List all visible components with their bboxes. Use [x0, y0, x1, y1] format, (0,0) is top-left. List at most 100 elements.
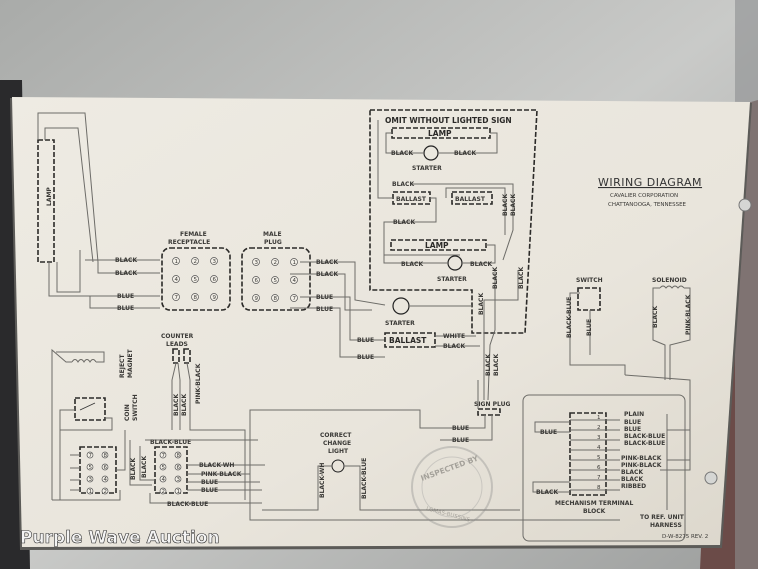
wiring-diagram-card: [12, 97, 750, 547]
pin: [86, 475, 94, 483]
pin-number: 3: [255, 260, 259, 266]
ballast-label: BALLAST: [389, 336, 427, 345]
wire-label: BLACK: [401, 261, 423, 268]
light-label: LIGHT: [328, 448, 349, 455]
plug-label: MALE: [263, 231, 282, 238]
pin-number: 9: [255, 296, 259, 302]
harness-label: HARNESS: [650, 522, 682, 529]
wire-label: BLACK: [493, 354, 500, 376]
wire-label: BLACK: [316, 271, 338, 278]
pin-number: 7: [162, 453, 166, 459]
wire-label: PINK-BLACK: [195, 363, 202, 404]
pin-number: 1: [89, 489, 93, 495]
pin: [191, 257, 199, 265]
wire-label: BLACK: [173, 394, 180, 416]
wire-label: BLACK: [115, 270, 137, 277]
ballast-label: BALLAST: [396, 196, 427, 203]
light-label: CORRECT: [320, 432, 352, 439]
counter-leads-label: COUNTER: [161, 333, 194, 340]
solenoid: SOLENOID BLACK PINK-BLACK: [624, 277, 692, 471]
wire-label: BLACK: [485, 354, 492, 376]
pin-number: 4: [293, 278, 297, 284]
wire-label: BLUE: [201, 487, 218, 494]
wire-label: BLACK-WH: [319, 463, 326, 498]
wire-label: BLUE: [624, 419, 641, 426]
pin: [290, 258, 298, 266]
sign-section-title: OMIT WITHOUT LIGHTED SIGN: [385, 116, 512, 125]
reject-magnet-label: MAGNET: [127, 348, 134, 378]
wire-label: BLUE: [316, 306, 333, 313]
wire-label: BLACK: [518, 267, 525, 289]
wire-label: BLACK: [510, 194, 517, 216]
pin: [191, 275, 199, 283]
wire-label: BLACK: [392, 181, 414, 188]
light-label: CHANGE: [323, 440, 351, 447]
pin: [159, 463, 167, 471]
wire-label: BLUE: [117, 305, 134, 312]
wire-label: BLACK-BLUE: [361, 458, 368, 499]
pin: [159, 487, 167, 495]
wire-label: RIBBED: [621, 483, 646, 490]
coin-switch: COIN SWITCH: [59, 394, 139, 500]
terminal-number: 1: [597, 415, 601, 421]
wire-label: BLACK: [130, 458, 137, 480]
wire-label: PINK-BLACK: [621, 462, 662, 469]
pin-number: 4: [104, 477, 108, 483]
screw-icon: [738, 198, 752, 212]
wire-label: BLACK: [652, 306, 659, 328]
wire-label: BLUE: [117, 293, 134, 300]
lamp-label: LAMP: [428, 129, 452, 138]
starter-label: STARTER: [412, 165, 442, 172]
pin: [101, 463, 109, 471]
pin-number: 7: [89, 453, 93, 459]
wire-label: PINK-BLACK: [621, 455, 662, 462]
harness-label: TO REF. UNIT: [640, 514, 685, 521]
pin-number: 2: [194, 259, 198, 265]
wire-label: BLUE: [357, 337, 374, 344]
pin-number: 5: [194, 277, 198, 283]
pin: [172, 275, 180, 283]
pin: [210, 293, 218, 301]
pin-number: 5: [274, 278, 278, 284]
pin: [174, 451, 182, 459]
pin: [159, 475, 167, 483]
wire-label: BLUE: [452, 437, 469, 444]
wire-label: BLUE: [624, 426, 641, 433]
reject-magnet-label: REJECT: [119, 354, 126, 378]
watermark: Purple Wave Auction: [20, 528, 220, 548]
wire-label: BLACK-BLUE: [167, 501, 208, 508]
wire-label: BLUE: [201, 479, 218, 486]
pin-number: 1: [175, 259, 179, 265]
pin-number: 6: [177, 465, 181, 471]
wire-label: BLACK-BLUE: [624, 440, 665, 447]
pin-number: 2: [162, 489, 166, 495]
lighted-sign-section: OMIT WITHOUT LIGHTED SIGN LAMP BLACK BLA…: [369, 109, 538, 401]
pin-number: 3: [213, 259, 217, 265]
starter-label: STARTER: [385, 320, 415, 327]
pin-number: 3: [89, 477, 93, 483]
switch: SWITCH BLACK-BLUE BLUE: [566, 277, 626, 375]
pin: [252, 258, 260, 266]
pin-number: 7: [175, 295, 179, 301]
pin: [191, 293, 199, 301]
pin-number: 8: [177, 453, 181, 459]
pin: [290, 276, 298, 284]
pin-number: 8: [194, 295, 198, 301]
pin: [290, 294, 298, 302]
pin-number: 1: [177, 489, 181, 495]
pin-number: 3: [177, 477, 181, 483]
pin-number: 4: [175, 277, 179, 283]
pin-number: 2: [274, 260, 278, 266]
sign-plug: SIGN PLUG BLACK BLACK BLUE BLUE: [249, 354, 620, 521]
wire-label: BLACK: [536, 489, 558, 496]
pin: [172, 293, 180, 301]
wire-label: BLACK: [621, 469, 643, 476]
pin: [86, 487, 94, 495]
terminal-number: 3: [597, 435, 601, 441]
wire-label: BLUE: [357, 354, 374, 361]
